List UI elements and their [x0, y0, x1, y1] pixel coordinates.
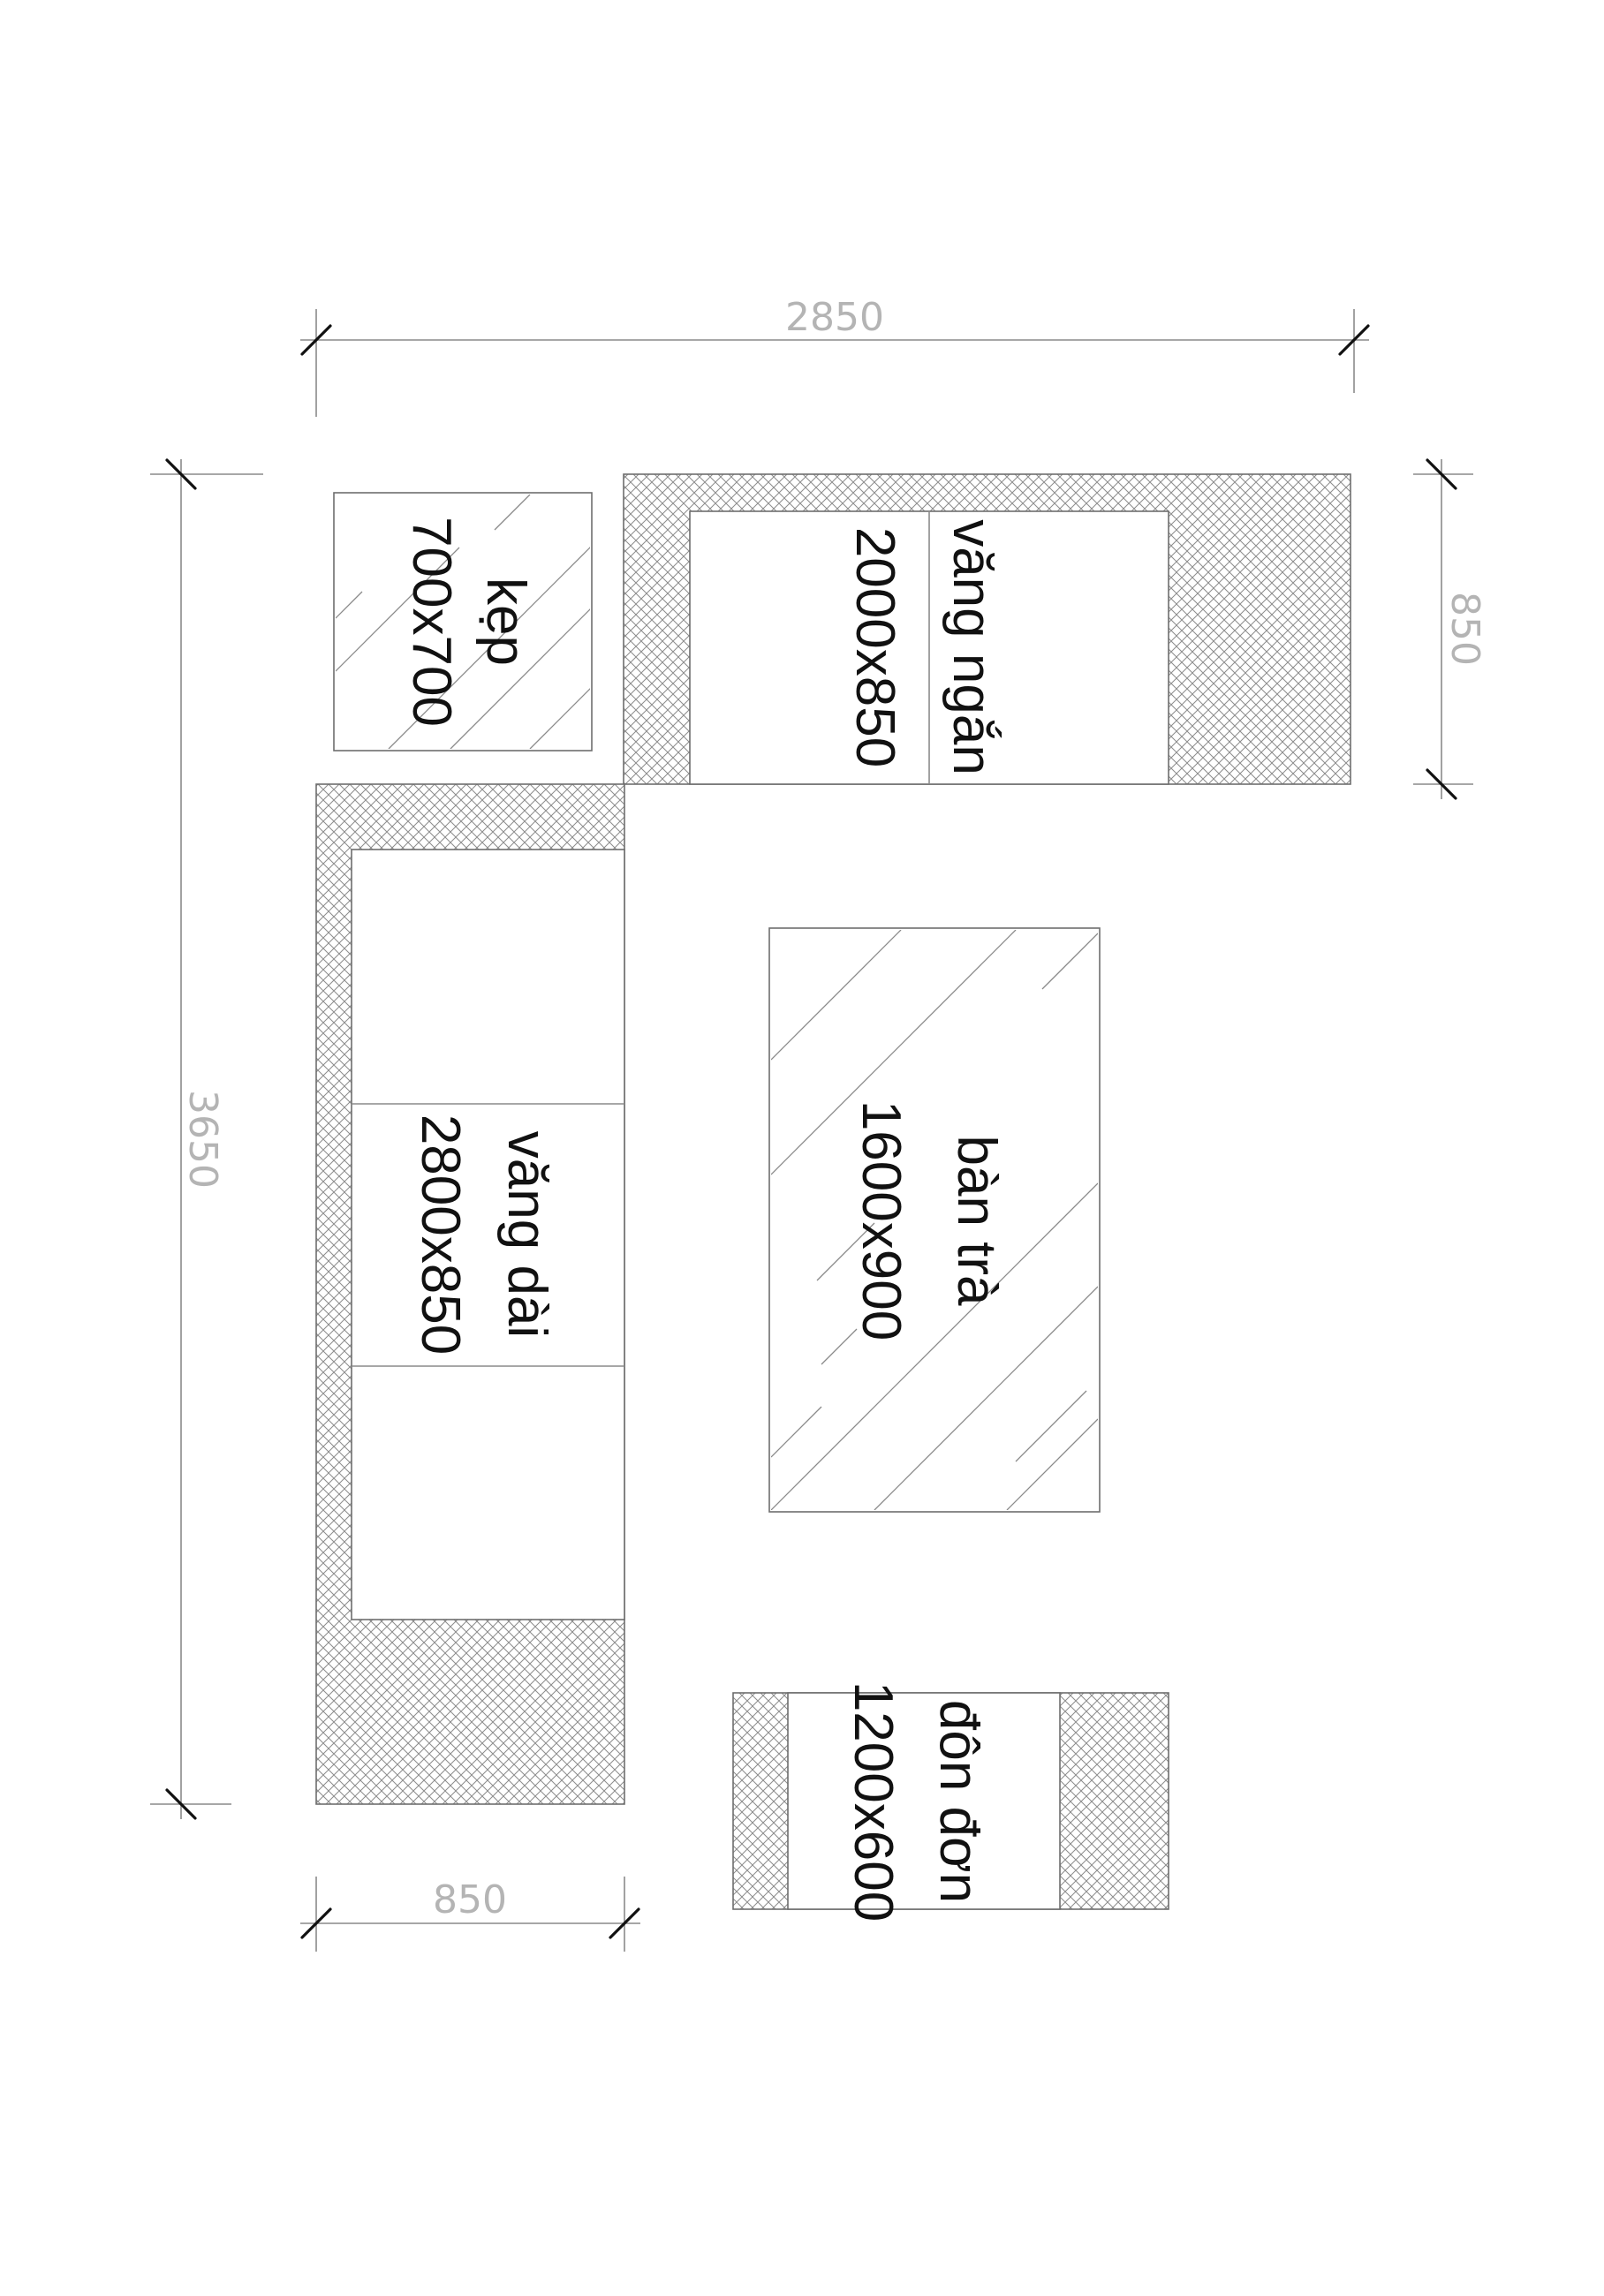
piece-don-don: đôn đơn 1200x600	[732, 1681, 1169, 1922]
dimension-right-depth-label: 850	[1442, 592, 1487, 666]
dimension-bottom-depth: 850	[300, 1877, 640, 1952]
glass-hatch-ban-tra	[771, 930, 1098, 1510]
piece-ban-tra-name: bàn trà	[946, 1135, 1007, 1306]
piece-vang-ngan: văng ngắn 2000x850	[623, 473, 1351, 785]
dimension-right-depth: 850	[1413, 458, 1487, 800]
dimension-bottom-depth-label: 850	[433, 1877, 507, 1922]
piece-kep-size: 700x700	[401, 517, 462, 727]
dimension-top-width-label: 2850	[785, 295, 884, 340]
piece-kep: kẹp 700x700	[333, 492, 593, 751]
piece-ban-tra-size: 1600x900	[851, 1100, 912, 1341]
piece-vang-ngan-name: văng ngắn	[942, 519, 1002, 775]
dimension-top-width: 2850	[300, 295, 1370, 417]
piece-don-don-name: đôn đơn	[928, 1700, 989, 1903]
piece-vang-ngan-size: 2000x850	[844, 527, 905, 767]
piece-don-don-size: 1200x600	[843, 1681, 904, 1922]
dimension-left-height-label: 3650	[180, 1090, 225, 1189]
piece-vang-dai-size: 2800x850	[410, 1114, 471, 1355]
piece-kep-name: kẹp	[475, 578, 536, 666]
piece-vang-dai: văng dài 2800x850	[315, 783, 625, 1805]
dimension-left-height: 3650	[150, 458, 263, 1820]
glass-hatch-kep	[336, 495, 590, 749]
piece-vang-dai-name: văng dài	[496, 1131, 557, 1338]
piece-ban-tra: bàn trà 1600x900	[768, 927, 1101, 1513]
